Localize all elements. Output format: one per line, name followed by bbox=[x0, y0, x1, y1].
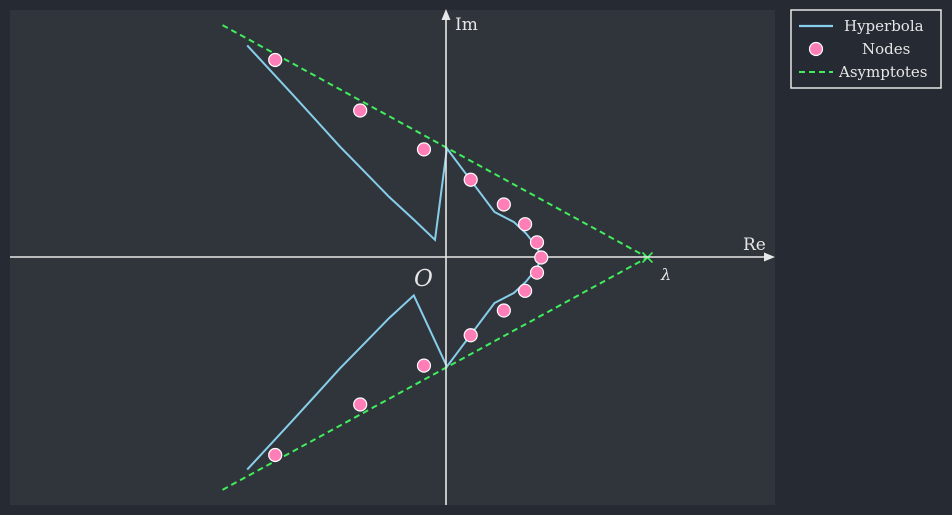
y-axis-arrow bbox=[441, 9, 451, 20]
node-point-10 bbox=[517, 283, 533, 298]
node-point-6 bbox=[517, 217, 533, 232]
legend-asymptotes-label: Asymptotes bbox=[838, 63, 928, 81]
legend-nodes-swatch bbox=[808, 41, 824, 57]
node-point-7 bbox=[529, 235, 545, 250]
asymptote-line-1 bbox=[222, 24, 648, 259]
asymptote-line-2 bbox=[222, 256, 648, 491]
node-point-9 bbox=[529, 265, 545, 280]
node-point-15 bbox=[268, 447, 283, 463]
node-point-5 bbox=[496, 197, 511, 212]
node-point-11 bbox=[496, 303, 511, 318]
origin-label: O bbox=[414, 266, 433, 292]
lambda-label: λ bbox=[660, 265, 671, 284]
node-point-8 bbox=[534, 250, 549, 265]
node-point-4 bbox=[463, 172, 478, 187]
y-axis-label: Im bbox=[455, 15, 478, 35]
marker-layer bbox=[268, 52, 549, 463]
x-axis-arrow bbox=[764, 252, 775, 262]
node-point-12 bbox=[463, 328, 478, 343]
node-point-14 bbox=[353, 397, 368, 412]
legend-hyperbola-label: Hyperbola bbox=[844, 17, 924, 35]
legend-nodes-label: Nodes bbox=[862, 40, 910, 58]
node-point-13 bbox=[416, 358, 432, 373]
legend: Hyperbola Nodes Asymptotes bbox=[790, 9, 942, 89]
node-point-3 bbox=[416, 142, 432, 157]
node-point-2 bbox=[353, 103, 368, 118]
node-point-1 bbox=[268, 52, 283, 68]
x-axis-label: Re bbox=[743, 235, 766, 255]
